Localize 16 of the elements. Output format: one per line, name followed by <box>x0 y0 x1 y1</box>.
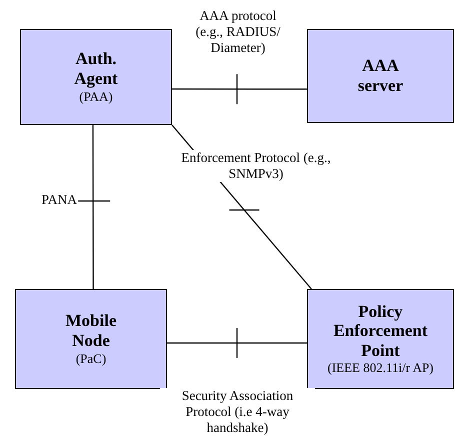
node-subtitle: (PAA) <box>79 88 113 105</box>
connector-line <box>166 327 308 359</box>
node-subtitle: (IEEE 802.11i/r AP) <box>327 360 434 376</box>
entity-box <box>307 289 454 389</box>
entity-box <box>15 289 167 389</box>
node-title: Mobile Node <box>64 311 118 351</box>
entity-box <box>307 29 454 123</box>
entity-box <box>20 29 172 125</box>
node-title: AAA server <box>356 56 404 96</box>
connector-line <box>78 124 111 290</box>
edge-label: Enforcement Protocol (e.g., SNMPv3) <box>180 150 332 182</box>
node-title: Auth. Agent <box>73 49 119 89</box>
node-subtitle: (PaC) <box>76 350 106 367</box>
node-title: Policy Enforcement Point <box>332 302 429 360</box>
edge-label: Security Association Protocol (i.e 4-way handshake) <box>160 388 315 437</box>
connector-line <box>171 73 308 105</box>
